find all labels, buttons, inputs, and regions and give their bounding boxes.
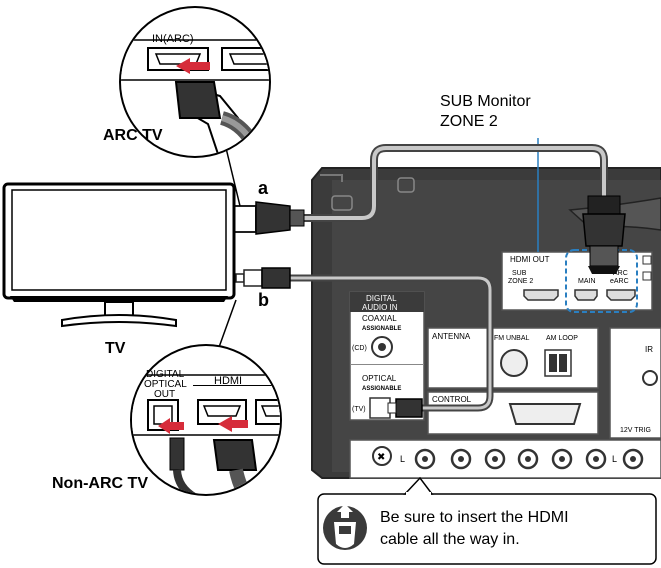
- in-arc-label: IN(ARC): [152, 33, 194, 45]
- svg-text:OPTICAL: OPTICAL: [362, 374, 397, 383]
- digital-optical-label-2: OPTICAL: [144, 379, 187, 390]
- svg-text:AUDIO IN: AUDIO IN: [362, 303, 398, 312]
- svg-text:SUB: SUB: [512, 270, 527, 277]
- hdmi-plug-receiver: [568, 195, 661, 274]
- svg-text:L: L: [612, 454, 617, 464]
- optical-cable-b: [286, 274, 494, 412]
- optical-plug-receiver: [387, 398, 423, 418]
- svg-text:ASSIGNABLE: ASSIGNABLE: [362, 326, 401, 332]
- rca-jack-row: ✖ L L: [349, 439, 661, 479]
- svg-text:L: L: [400, 454, 405, 464]
- svg-text:AM LOOP: AM LOOP: [546, 335, 578, 342]
- svg-text:ANTENNA: ANTENNA: [432, 332, 471, 341]
- svg-text:FM UNBAL: FM UNBAL: [494, 335, 530, 342]
- hdmi-out-section: HDMI OUT SUB ZONE 2 MAIN ARC eARC: [501, 251, 653, 311]
- svg-text:(TV): (TV): [352, 406, 366, 413]
- hdmi-port-arc[interactable]: [606, 289, 636, 301]
- note-line-1: Be sure to insert the HDMI: [380, 509, 569, 526]
- svg-text:IR: IR: [645, 345, 653, 354]
- svg-text:CONTROL: CONTROL: [432, 395, 472, 404]
- arc-tv-label: ARC TV: [103, 127, 163, 144]
- hdmi-plug-tv: [233, 201, 305, 235]
- digital-optical-label-3: OUT: [154, 389, 175, 400]
- non-arc-tv-zoom: DIGITAL OPTICAL OUT HDMI Non-ARC TV: [52, 299, 282, 496]
- svg-text:ZONE 2: ZONE 2: [508, 278, 533, 285]
- svg-text:(CD): (CD): [352, 345, 367, 352]
- note-box: Be sure to insert the HDMI cable all the…: [317, 476, 657, 565]
- cable-b-label: b: [258, 290, 269, 310]
- svg-text:ARC: ARC: [613, 270, 628, 277]
- hdmi-port-main[interactable]: [574, 289, 598, 301]
- svg-text:✖: ✖: [377, 452, 385, 463]
- digital-optical-label-1: DIGITAL: [146, 369, 185, 380]
- svg-text:DIGITAL: DIGITAL: [366, 294, 397, 303]
- svg-text:MAIN: MAIN: [578, 278, 596, 285]
- svg-text:COAXIAL: COAXIAL: [362, 314, 397, 323]
- optical-plug-tv: [235, 267, 291, 289]
- rs232-port[interactable]: [508, 403, 582, 425]
- arc-tv-zoom: IN(ARC) ARC TV: [103, 6, 271, 207]
- hdmi-cable-a: [296, 144, 608, 222]
- zone2-label: ZONE 2: [440, 113, 498, 130]
- am-loop-terminal[interactable]: [544, 349, 572, 377]
- note-line-2: cable all the way in.: [380, 531, 520, 548]
- hdmi-port-sub-zone2[interactable]: [523, 289, 559, 301]
- sub-monitor-label: SUB Monitor: [440, 93, 531, 110]
- antenna-section: ANTENNA FM UNBAL AM LOOP: [427, 327, 599, 389]
- svg-text:ASSIGNABLE: ASSIGNABLE: [362, 386, 401, 392]
- svg-text:12V TRIG: 12V TRIG: [620, 427, 651, 434]
- control-section: CONTROL: [427, 391, 599, 435]
- hand-insert-icon: [323, 504, 367, 550]
- optical-port[interactable]: [369, 397, 391, 419]
- svg-text:eARC: eARC: [610, 278, 629, 285]
- digital-audio-in-section: DIGITAL AUDIO IN COAXIAL ASSIGNABLE (CD)…: [349, 291, 425, 421]
- non-arc-tv-label: Non-ARC TV: [52, 475, 148, 492]
- hdmi-label: HDMI: [214, 375, 242, 387]
- tv: TV: [2, 182, 236, 357]
- fm-antenna-port[interactable]: [500, 349, 528, 377]
- cable-a-label: a: [258, 178, 269, 198]
- tv-label: TV: [105, 340, 126, 357]
- hdmi-out-label: HDMI OUT: [510, 255, 550, 264]
